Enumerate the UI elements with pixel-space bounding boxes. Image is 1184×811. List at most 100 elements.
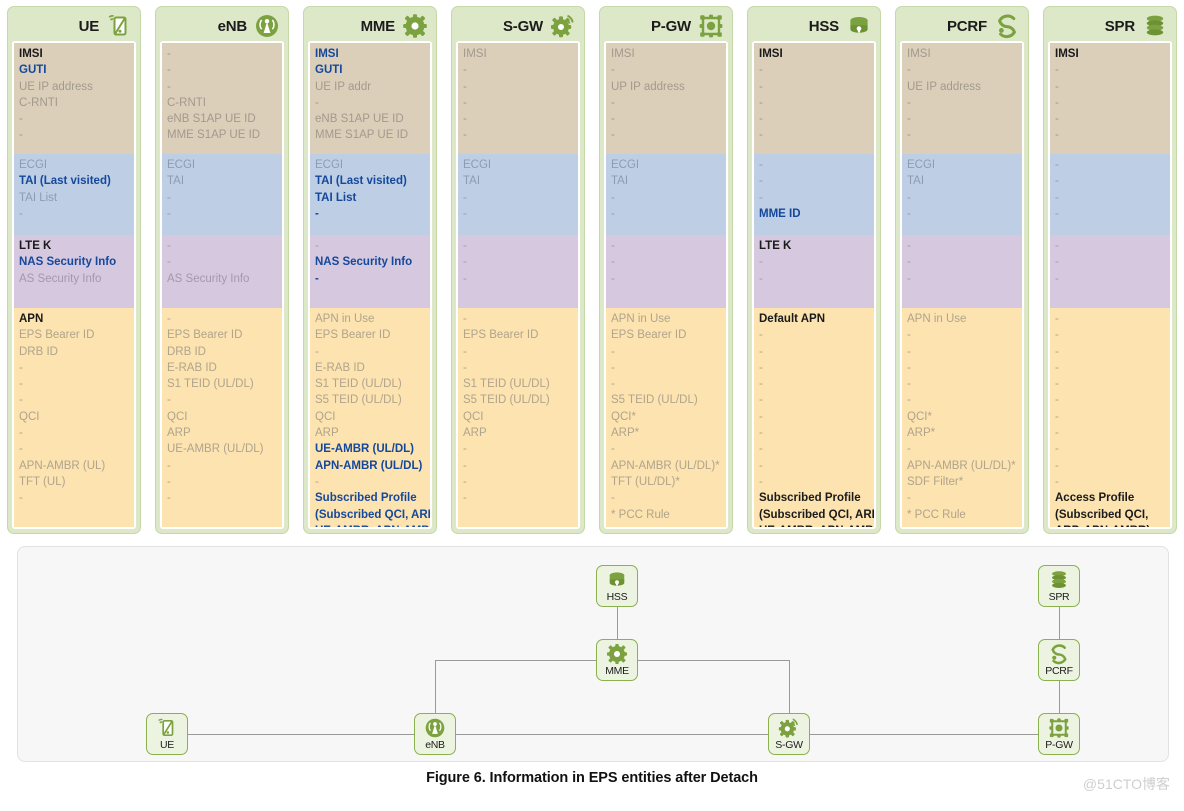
info-line: - [611,191,615,204]
info-line: GUTI [19,64,47,77]
info-line: - [463,113,467,126]
info-line: - [611,129,615,142]
info-line: * PCC Rule [907,508,966,521]
entity-title: MME [360,17,396,35]
entity-title: SPR [1104,17,1135,35]
link-wire [435,660,617,662]
info-line: MME ID [759,207,801,220]
info-line: S1 TEID (UL/DL) [167,378,254,391]
info-line: - [759,191,763,204]
info-line: - [759,113,763,126]
info-line: S5 TEID (UL/DL) [315,394,402,407]
info-line: E-RAB ID [167,361,217,374]
info-line: - [19,207,23,220]
info-line: - [759,64,763,77]
diagram-node-enb[interactable]: eNB [414,713,456,755]
info-line: - [759,378,763,391]
info-line: ECGI [463,159,492,171]
info-line: TFT (UL) [19,475,66,488]
info-line: - [611,345,615,358]
info-line: - [611,378,615,391]
info-line: TAI [463,175,481,188]
section-bearer: -----------Access Profile(Subscribed QCI… [1050,308,1170,527]
info-line: - [1055,345,1059,358]
info-line: NAS Security Info [315,256,413,269]
pcrf-policy-icon [994,13,1020,39]
info-line: ECGI [19,159,48,171]
diagram-node-hss[interactable]: HSS [596,565,638,607]
diagram-node-ue[interactable]: UE [146,713,188,755]
info-line: - [1055,256,1059,269]
info-line: AS Security Info [19,272,102,285]
info-line: - [907,113,911,126]
info-line: IMSI [19,48,43,60]
diagram-node-sgw[interactable]: S-GW [768,713,810,755]
info-line: - [1055,240,1059,252]
diagram-node-pgw[interactable]: P-GW [1038,713,1080,755]
info-line: QCI [167,410,188,423]
link-wire [789,734,1059,736]
info-line: - [19,361,23,374]
info-line: - [167,394,171,407]
diagram-node-label: HSS [606,591,628,603]
info-line: APN-AMBR (UL) [19,459,106,472]
info-line: DRB ID [167,345,206,358]
info-line: Subscribed Profile [759,492,861,505]
info-line: - [1055,64,1059,77]
info-line: - [759,345,763,358]
info-line: - [1055,159,1059,171]
info-line: TAI (Last visited) [315,175,407,188]
info-line: ECGI [315,159,344,171]
enb-antenna-icon [424,716,446,740]
info-line: - [167,492,171,505]
info-line: - [611,113,615,126]
info-line: - [463,361,467,374]
info-line: GUTI [315,64,343,77]
mme-gear-icon [606,642,628,666]
entity-title: eNB [217,17,248,35]
info-line: - [167,459,171,472]
info-line: - [1055,378,1059,391]
info-line: - [1055,443,1059,456]
info-line: - [463,240,467,252]
info-line: - [167,207,171,220]
info-line: - [759,394,763,407]
section-security: LTE K NAS Security Info AS Security Info [14,235,134,308]
info-line: QCI* [907,410,932,423]
info-line: - [463,475,467,488]
section-security: --- [458,235,578,308]
info-line: - [1055,191,1059,204]
entity-card-header: MME [308,11,432,41]
pgw-router-icon [1048,716,1070,740]
info-line: - [1055,475,1059,488]
info-line: - [167,313,171,325]
info-line: - [167,256,171,269]
info-line: S5 TEID (UL/DL) [611,394,698,407]
info-line: Default APN [759,313,826,325]
info-line: - [19,394,23,407]
info-line: - [463,345,467,358]
info-line: - [1055,394,1059,407]
diagram-node-label: SPR [1048,591,1070,603]
diagram-node-spr[interactable]: SPR [1038,565,1080,607]
section-security: --- [902,235,1022,308]
info-line: TAI [907,175,925,188]
info-line: - [19,113,23,126]
info-line: - [1055,113,1059,126]
info-line: APN-AMBR (UL/DL)* [611,459,720,472]
figure-caption: Figure 6. Information in EPS entities af… [426,770,758,786]
diagram-node-pcrf[interactable]: PCRF [1038,639,1080,681]
info-line: NAS Security Info [19,256,117,269]
diagram-node-mme[interactable]: MME [596,639,638,681]
info-line: - [759,427,763,440]
info-line: LTE K [19,240,52,252]
info-line: EPS Bearer ID [611,329,687,342]
